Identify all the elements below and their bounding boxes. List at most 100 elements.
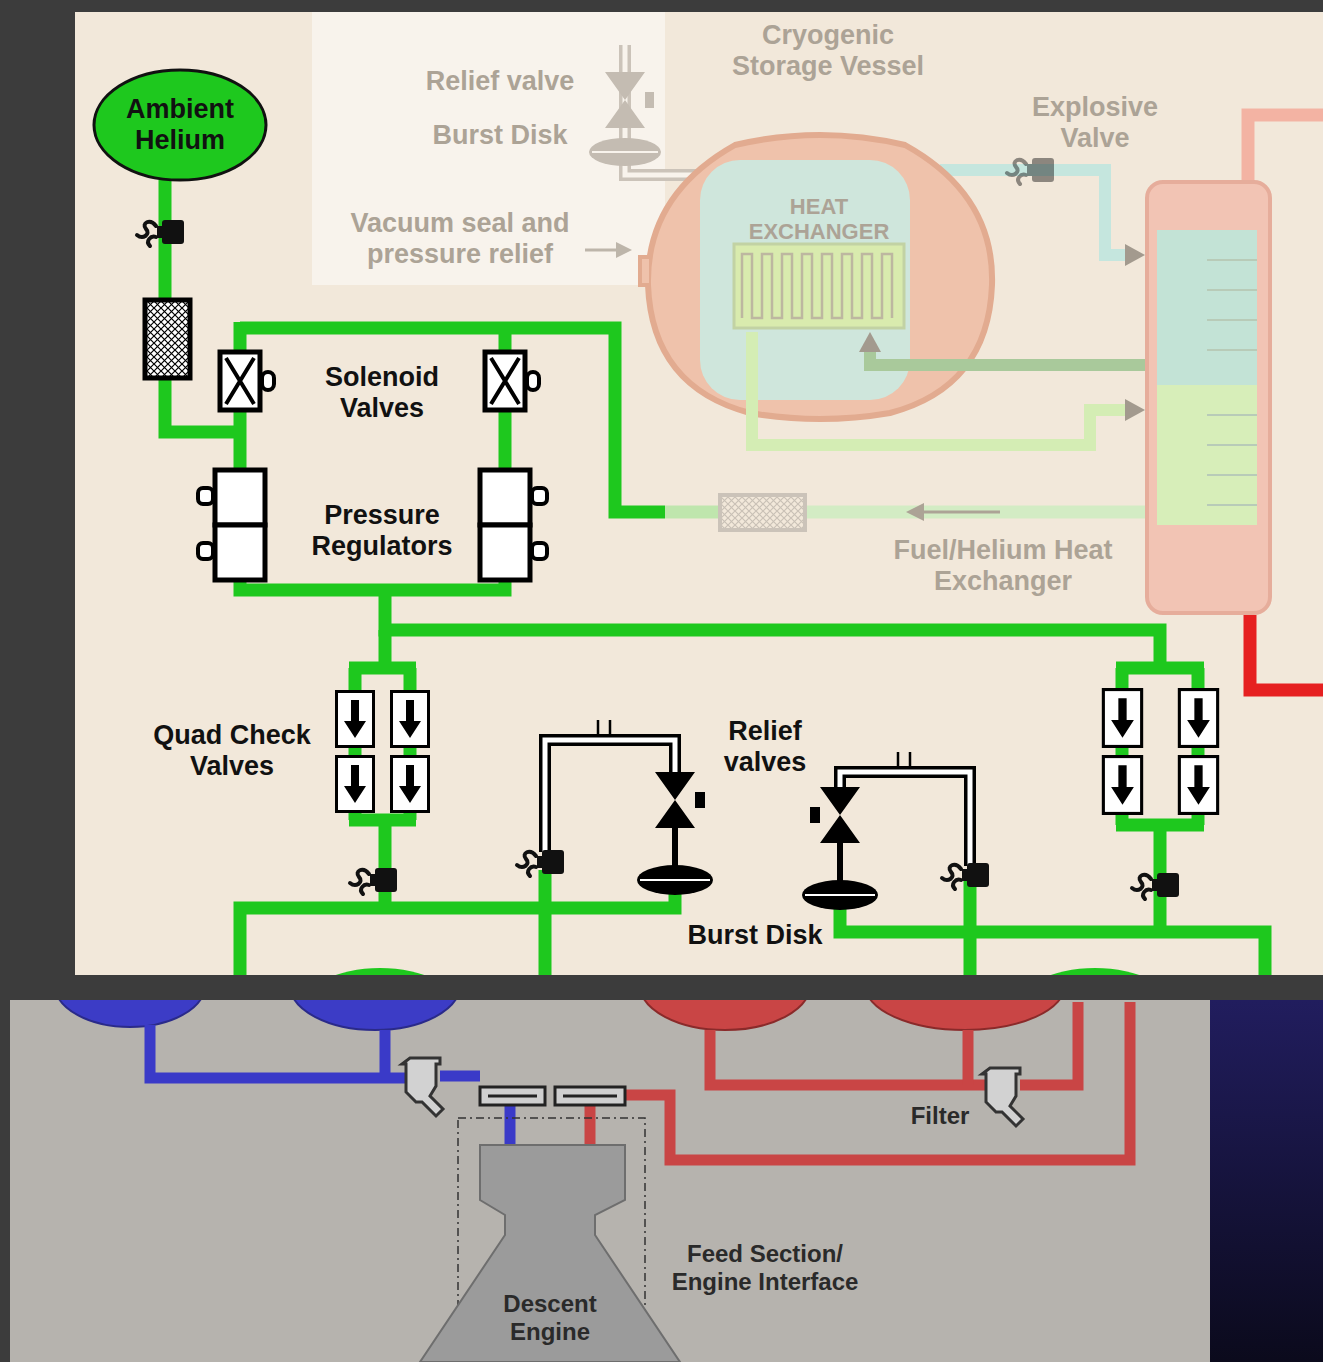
vent-pipe <box>545 740 675 852</box>
oxidizer-line <box>440 1071 480 1082</box>
propellant-tanks <box>55 1000 205 1027</box>
fuel-line <box>1250 615 1323 690</box>
vent-pipe <box>898 752 910 768</box>
fuel-feed-line <box>963 1030 974 1085</box>
feed-valve <box>563 1095 617 1098</box>
helium-tank: Ambient Helium <box>92 68 268 182</box>
disk-label: Burst Disk <box>432 120 567 151</box>
helium-line <box>539 870 552 975</box>
explosive-valve <box>942 863 989 889</box>
solenoid-valve <box>262 372 274 390</box>
storage-vessel-shape <box>640 125 1000 420</box>
fuel-heat-exchanger: Fuel/Helium Heat Exchanger <box>1145 180 1272 615</box>
feed-valve <box>480 1087 625 1105</box>
helium-tank-shape <box>94 70 266 180</box>
check-valve <box>392 757 429 812</box>
valve-label: Explosive Valve <box>1015 92 1175 154</box>
valve-label: Relief valve <box>426 66 575 97</box>
solenoid-valve <box>491 358 519 404</box>
arrowhead <box>1125 399 1145 421</box>
flow-connector <box>859 332 1145 365</box>
helium-return-line <box>922 511 1000 514</box>
helium-line <box>165 180 246 432</box>
fuel-feed-line <box>585 1105 596 1150</box>
fuel-feed-line <box>625 1002 1130 1160</box>
upper-panel <box>75 12 1323 975</box>
pressure-regulator <box>480 525 530 580</box>
check-valve <box>337 757 374 812</box>
helium-return-line <box>665 495 1145 530</box>
explosive-valve <box>517 850 564 876</box>
explosive-valve <box>350 868 397 894</box>
pressure-regulator <box>198 543 213 559</box>
vacuum-arrow <box>585 249 618 252</box>
storage-vessel-shape <box>640 257 649 285</box>
solenoid-valve <box>527 372 539 390</box>
disk-label: Burst Disk <box>687 920 822 951</box>
descent-engine-text: Descent Engine <box>503 1290 596 1345</box>
feed-valve <box>480 1087 545 1105</box>
helium-tank-tops <box>300 968 460 975</box>
relief-valve <box>820 787 860 843</box>
faded-vent <box>589 45 700 175</box>
interface-boundary <box>458 1118 645 1362</box>
pressure-regulator <box>532 543 547 559</box>
oxidizer-line <box>150 1025 412 1078</box>
heat-exchanger-text: HEAT EXCHANGER <box>749 194 890 245</box>
relief-valve <box>675 828 840 881</box>
interface-label: Feed Section/ Engine Interface <box>650 1240 880 1295</box>
filter-label: Filter <box>911 1102 970 1130</box>
pressure-regulator <box>198 470 547 580</box>
helium-return-line <box>805 506 1145 519</box>
seal-label: Vacuum seal and pressure relief <box>310 208 610 270</box>
storage-vessel: Cryogenic Storage VesselHEAT EXCHANGER <box>640 125 1000 420</box>
heat-exchanger-shape <box>734 244 904 328</box>
heat-exchanger: HEAT EXCHANGER <box>730 188 908 332</box>
solenoid-valve <box>220 352 260 410</box>
helium-line <box>379 630 392 668</box>
fuel-heat-exchanger-text: Fuel/Helium Heat Exchanger <box>883 535 1123 597</box>
propellant-tanks <box>865 1000 1065 1030</box>
check-valve <box>1179 757 1217 814</box>
helium-tank-tops <box>300 968 1175 975</box>
burst-disk <box>805 894 875 896</box>
check-valve <box>337 692 374 747</box>
relief-valve <box>810 807 820 823</box>
burst-disk <box>802 880 878 910</box>
propellant-tanks <box>290 1000 460 1030</box>
feed-valve <box>555 1087 625 1105</box>
relief-valve <box>655 772 695 828</box>
arrowhead <box>859 332 881 352</box>
vent-pipe <box>545 740 675 852</box>
helium-line <box>1116 668 1204 825</box>
vacuum-arrow <box>616 242 632 258</box>
fuel-line <box>1248 115 1323 180</box>
feed-valve <box>488 1095 537 1098</box>
helium-line <box>385 590 1160 668</box>
solenoid-valve <box>226 358 254 404</box>
flow-line <box>752 332 1129 445</box>
check-valve <box>1103 757 1141 814</box>
check-valve <box>337 690 1218 814</box>
propellant-filter <box>982 1068 1023 1126</box>
helium-filter <box>145 300 190 378</box>
relief-valve <box>695 792 705 808</box>
pressure-regulator <box>215 525 265 580</box>
faded-vent <box>592 151 658 153</box>
vent-pipe <box>840 772 970 866</box>
fuel-heat-exchanger-shape <box>1147 182 1270 613</box>
helium-return-line <box>906 503 924 521</box>
helium-tank-tops <box>1015 968 1175 975</box>
helium-line <box>165 180 1265 975</box>
propellant-filter <box>402 1058 443 1116</box>
propellant-tanks <box>55 1000 1065 1030</box>
faded-vent <box>605 72 645 128</box>
burst-disk <box>637 865 713 895</box>
propellant-tanks <box>640 1000 810 1030</box>
fuel-heat-exchanger-shape <box>1157 230 1257 385</box>
oxidizer-line <box>150 1025 510 1150</box>
relief-valve <box>655 772 860 881</box>
explosive-valve <box>137 220 184 246</box>
heat-exchanger-shape <box>742 254 892 318</box>
helium-line <box>240 322 505 590</box>
